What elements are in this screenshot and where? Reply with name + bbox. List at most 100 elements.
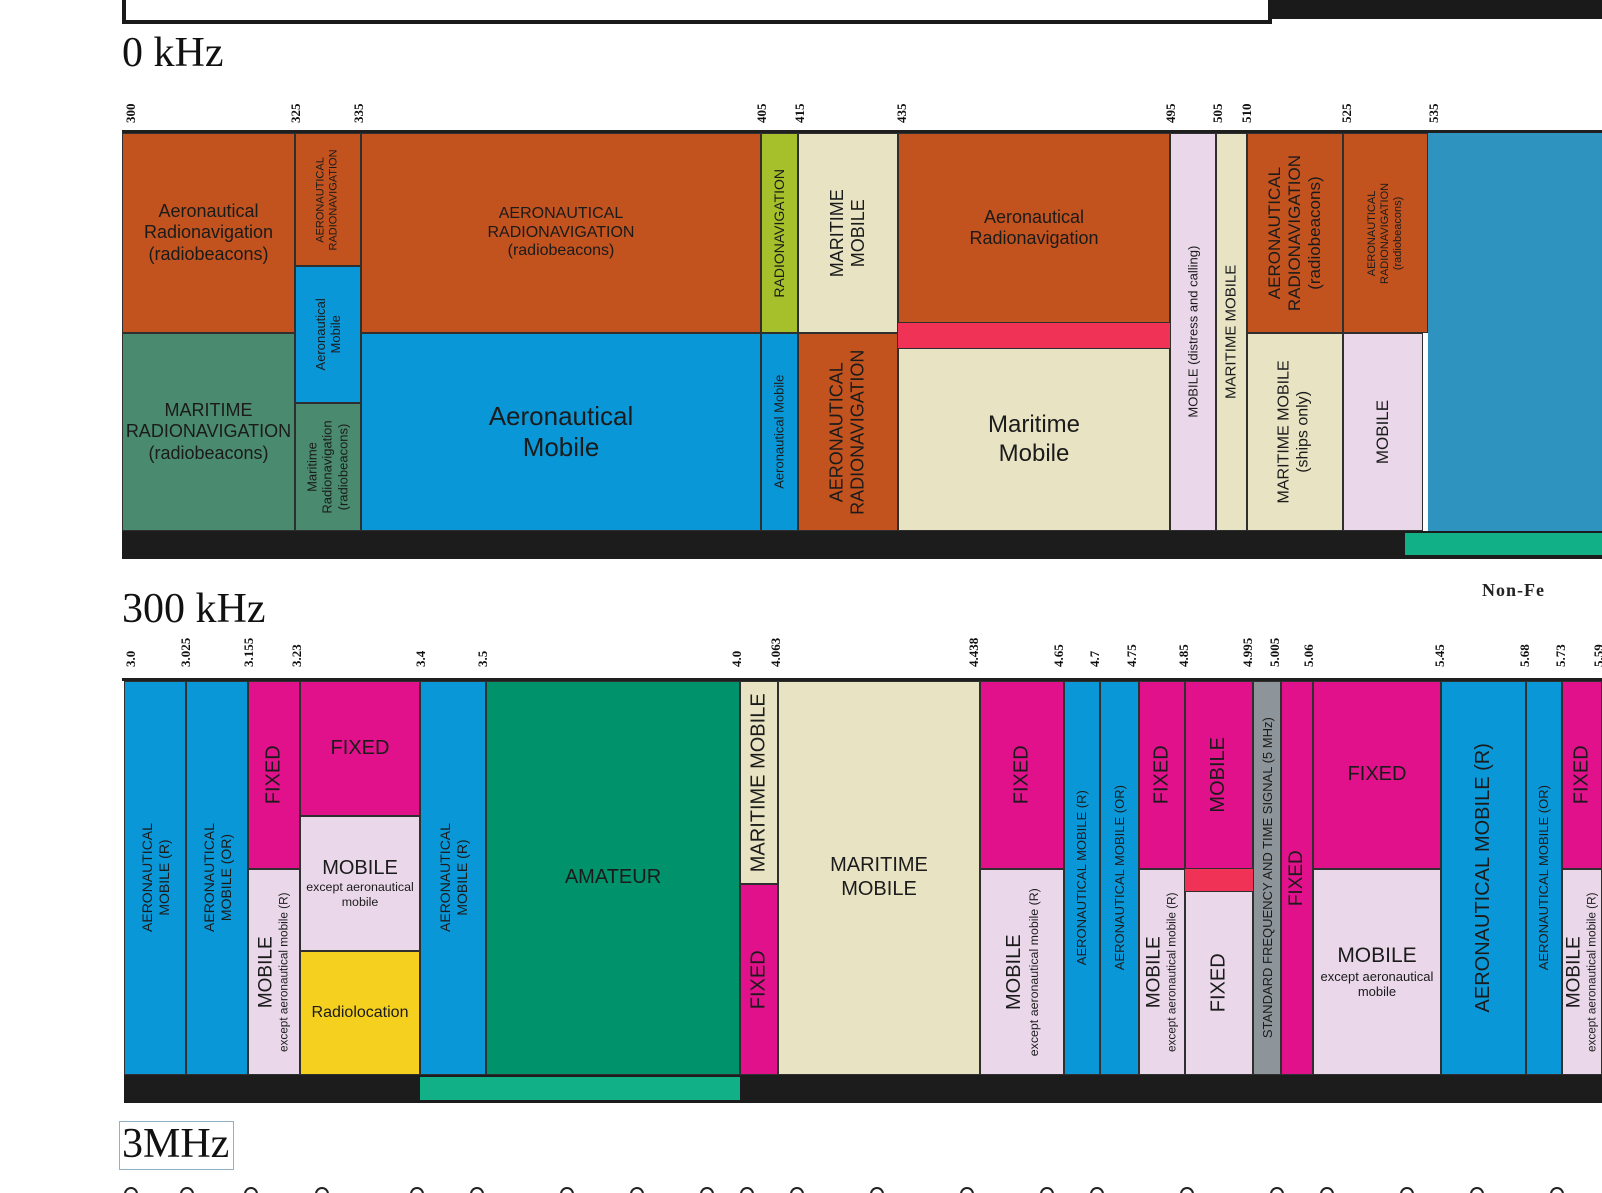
band2-tick-label: 4.063	[768, 637, 783, 667]
b1-aero-radionav-6-label: AERONAUTICAL RADIONAVIGATION (radiobeaco…	[1264, 154, 1325, 312]
band2-tick-label: 4.85	[1176, 644, 1191, 667]
b2-aero-mobile-or-1: AERONAUTICAL MOBILE (OR)	[186, 681, 248, 1075]
b2-mobile-5-label: MOBILE	[1207, 737, 1230, 813]
b2-aero-mobile-or-3: AERONAUTICAL MOBILE (OR)	[1526, 681, 1562, 1075]
band3-tick-fragment	[124, 1187, 138, 1193]
band1-green-strip	[1405, 533, 1602, 555]
band1-tick-label: 325	[288, 103, 303, 124]
b2-aero-mobile-r-4: AERONAUTICAL MOBILE (R)	[1441, 681, 1526, 1075]
b1-aero-radionav-4-label: AERONAUTICAL RADIONAVIGATION	[826, 349, 869, 515]
band3-tick-fragment	[1320, 1187, 1334, 1193]
band2-bottom-bar	[124, 1075, 1602, 1103]
band1-right-block	[1428, 133, 1602, 531]
band3-tick-fragment	[410, 1187, 424, 1193]
b1-aero-radionav-1-label: Aeronautical Radionavigation (radiobeaco…	[143, 201, 274, 264]
b1-maritime-mobile-ships: MARITIME MOBILE (ships only)	[1247, 333, 1343, 531]
band2-tick-label: 3.23	[289, 644, 304, 667]
band3-tick-fragment	[244, 1187, 258, 1193]
b1-aero-radionav-4: AERONAUTICAL RADIONAVIGATION	[798, 333, 898, 531]
b2-fixed-8: FIXED	[1313, 681, 1441, 869]
b2-fixed-7: FIXED	[1281, 681, 1313, 1075]
band1-tick-label: 535	[1426, 103, 1441, 124]
band1-tick-label: 300	[123, 103, 138, 124]
b1-aero-radionav-6: AERONAUTICAL RADIONAVIGATION (radiobeaco…	[1247, 133, 1343, 333]
b1-aero-mobile-3-label: Aeronautical Mobile	[771, 374, 787, 490]
band3-tick-fragment	[1400, 1187, 1414, 1193]
band2-tick-label: 3.0	[123, 650, 138, 667]
b2-fixed-1: FIXED	[248, 681, 300, 869]
b2-fixed-2: FIXED	[300, 681, 420, 816]
band1-tick-label: 415	[792, 103, 807, 124]
band2-tick-label: 4.75	[1124, 644, 1139, 667]
b2-fixed-4-label: FIXED	[1010, 745, 1033, 805]
b2-aero-mobile-or-3-label: AERONAUTICAL MOBILE (OR)	[1536, 785, 1552, 971]
band1-tick-label: 435	[894, 103, 909, 124]
b1-aero-mobile-2: Aeronautical Mobile	[361, 333, 761, 531]
b1-aero-radionav-5-label: Aeronautical Radionavigation	[969, 206, 1099, 248]
band1-tick-label: 525	[1339, 103, 1354, 124]
b1-aero-radionav-3: AERONAUTICAL RADIONAVIGATION (radiobeaco…	[361, 133, 761, 333]
b1-aero-radionav-5: Aeronautical Radionavigation	[898, 133, 1170, 323]
band2-tick-label: 3.155	[241, 637, 256, 667]
band2-tick-label: 5.005	[1267, 637, 1282, 667]
band1-tick-label: 505	[1210, 103, 1225, 124]
b1-aero-mobile-2-label: Aeronautical Mobile	[488, 401, 634, 462]
band1-red-strip	[898, 323, 1170, 348]
band3-title: 3MHz	[119, 1121, 235, 1170]
b1-maritime-radionav-2-label: Maritime Radionavigation (radiobeacons)	[305, 420, 351, 514]
band1-tick-label: 495	[1163, 103, 1178, 124]
band2-tick-label: 4.65	[1051, 644, 1066, 667]
b1-mobile: MOBILE	[1343, 333, 1423, 531]
b1-maritime-mobile-2: Maritime Mobile	[898, 348, 1170, 531]
previous-band-frame	[122, 0, 1272, 24]
band2-green-strip	[420, 1077, 740, 1100]
b1-aero-radionav-1: Aeronautical Radionavigation (radiobeaco…	[122, 133, 295, 333]
b1-aero-mobile-1-label: Aeronautical Mobile	[312, 298, 343, 371]
band2-top-line	[122, 678, 1602, 681]
band1-tick-label: 405	[754, 103, 769, 124]
b1-maritime-radionav-1-label: MARITIME RADIONAVIGATION (radiobeacons)	[125, 400, 292, 463]
band1-top-line	[122, 130, 1602, 133]
b2-fixed-6-label: FIXED	[1207, 953, 1230, 1013]
band2-tick-label: 3.025	[178, 637, 193, 667]
b2-maritime-mobile-2: MARITIME MOBILE	[778, 681, 980, 1075]
b1-aero-radionav-7: AERONAUTICAL RADIONAVIGATION (radiobeaco…	[1343, 133, 1428, 333]
b2-aero-mobile-or-2: AERONAUTICAL MOBILE (OR)	[1100, 681, 1139, 1075]
band2-tick-label: 4.995	[1240, 637, 1255, 667]
b2-fixed-9-label: FIXED	[1570, 745, 1593, 805]
b2-fixed-1-label: FIXED	[262, 745, 285, 805]
band3-tick-fragment	[470, 1187, 484, 1193]
b2-aero-mobile-r-2-label: AERONAUTICAL MOBILE (R)	[436, 823, 470, 933]
band3-tick-fragment	[630, 1187, 644, 1193]
b2-fixed-8-label: FIXED	[1347, 763, 1407, 786]
band3-tick-fragment	[870, 1187, 884, 1193]
band2-title: 300 kHz	[122, 586, 266, 632]
b2-aero-mobile-r-1-label: AERONAUTICAL MOBILE (R)	[138, 823, 172, 933]
b2-fixed-2-label: FIXED	[330, 736, 390, 759]
previous-band-bar	[1268, 0, 1602, 19]
band3-tick-fragment	[790, 1187, 804, 1193]
b2-radiolocation: Radiolocation	[300, 951, 420, 1075]
b2-fixed-5-label: FIXED	[1150, 745, 1173, 805]
b1-aero-radionav-2-label: AERONAUTICAL RADIONAVIGATION	[315, 148, 341, 251]
b1-radionav-label: RADIONAVIGATION	[771, 168, 788, 298]
non-federal-label: Non-Fe	[1482, 580, 1545, 600]
band2-tick-label: 3.4	[413, 650, 428, 667]
b1-aero-radionav-3-label: AERONAUTICAL RADIONAVIGATION (radiobeaco…	[487, 204, 635, 260]
b2-aero-mobile-r-4-label: AERONAUTICAL MOBILE (R)	[1471, 743, 1494, 1013]
band2-tick-label: 5.73	[1553, 644, 1568, 667]
band2-tick-label: 5.45	[1432, 644, 1447, 667]
b2-fixed-4: FIXED	[980, 681, 1064, 869]
band3-tick-fragment	[1040, 1187, 1054, 1193]
b2-radiolocation-label: Radiolocation	[311, 1003, 409, 1021]
band3-tick-fragment	[180, 1187, 194, 1193]
